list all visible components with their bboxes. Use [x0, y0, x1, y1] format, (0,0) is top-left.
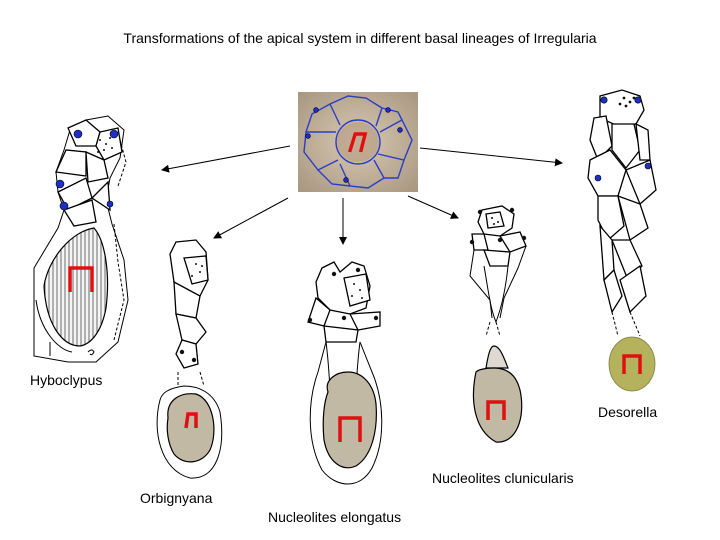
nucleolites-elongatus-figure: [307, 261, 383, 485]
nucleolites-clunicularis-figure: [469, 205, 527, 443]
hyboclypus-figure: [33, 115, 129, 363]
orbignyana-figure: [156, 239, 223, 479]
desorella-figure: [587, 89, 657, 392]
arrow-to-desorella: [419, 147, 563, 167]
label-desorella: Desorella: [598, 404, 658, 420]
diagram-title: Transformations of the apical system in …: [123, 30, 597, 46]
central-apical-photo: [298, 92, 418, 192]
label-nucleolites-clunicularis: Nucleolites clunicularis: [432, 470, 574, 486]
arrow-to-hyboclypus: [161, 145, 291, 173]
label-orbignyana: Orbignyana: [140, 490, 213, 506]
label-hyboclypus: Hyboclypus: [30, 372, 103, 388]
transformation-arrows: [161, 145, 563, 245]
label-nucleolites-elongatus: Nucleolites elongatus: [268, 509, 402, 525]
arrow-to-nucleolites-clunicularis: [407, 195, 459, 219]
arrow-to-orbignyana: [213, 197, 289, 239]
